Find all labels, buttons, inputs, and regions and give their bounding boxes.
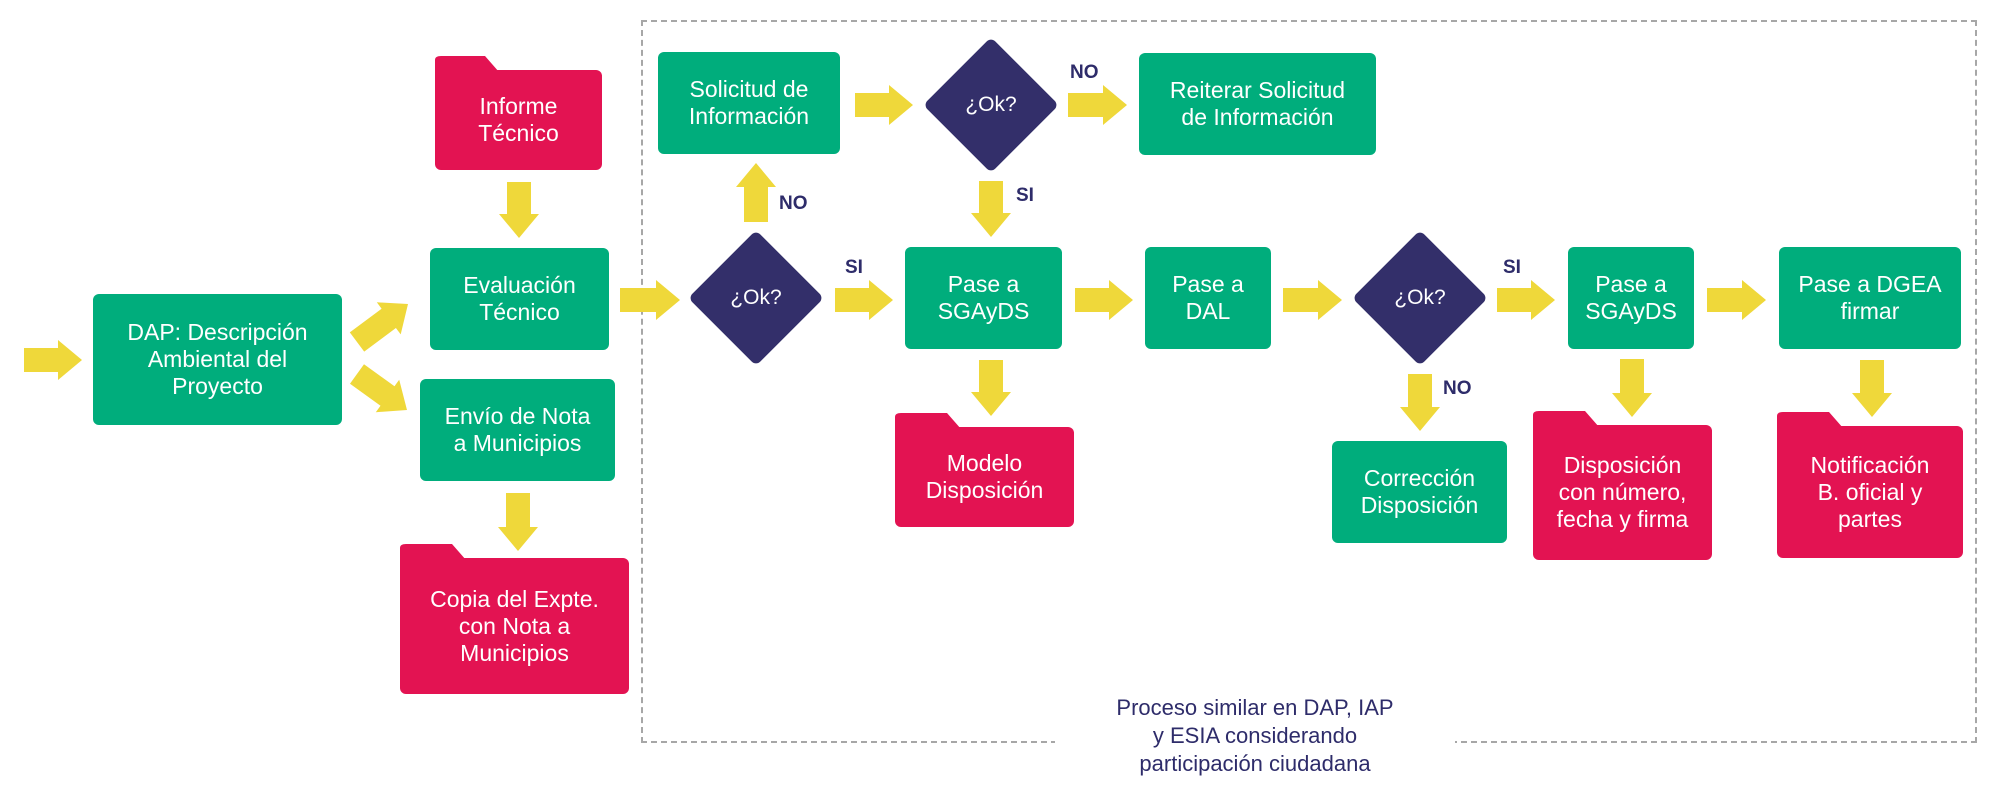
arrow-ok1-to-solicitud [736, 163, 776, 222]
arrow-pase-sgayds-2-to-dgea [1707, 280, 1766, 320]
arrow-informe-to-evaluacion [499, 182, 539, 238]
arrow-ok1-to-pase-sgayds-1 [835, 280, 893, 320]
folder-tab-icon [1533, 411, 1599, 427]
arrow-ok2-to-reiterar [1068, 85, 1127, 125]
doc-informe-tecnico: Informe Técnico [435, 56, 602, 170]
doc-modelo-disposicion: Modelo Disposición [895, 413, 1074, 527]
edge-label-ok2-no: NO [1070, 62, 1099, 83]
doc-label: Informe Técnico [478, 93, 559, 146]
node-dap: DAP: Descripción Ambiental del Proyecto [93, 294, 342, 425]
node-evaluacion-tecnico: Evaluación Técnico [430, 248, 609, 350]
arrow-evaluacion-to-ok1 [620, 280, 680, 320]
folder-tab-icon [1777, 412, 1843, 428]
node-solicitud-informacion: Solicitud de Información [658, 52, 840, 154]
frame-caption: Proceso similar en DAP, IAP y ESIA consi… [1055, 694, 1455, 778]
doc-label: Notificación B. oficial y partes [1810, 451, 1930, 532]
edge-label-ok1-si: SI [845, 257, 863, 278]
doc-disposicion-firma: Disposición con número, fecha y firma [1533, 411, 1712, 560]
edge-label-ok3-no: NO [1443, 378, 1472, 399]
folder-tab-icon [400, 544, 466, 560]
doc-label: Copia del Expte. con Nota a Municipios [430, 585, 599, 666]
node-pase-sgayds-1: Pase a SGAyDS [905, 247, 1062, 349]
arrow-entry-to-dap [24, 340, 82, 380]
arrow-envio-to-copia [498, 493, 538, 551]
doc-label: Modelo Disposición [925, 450, 1044, 503]
decision-ok-1-label: ¿Ok? [730, 286, 782, 309]
arrow-pase-sgayds-1-to-modelo [971, 360, 1011, 416]
arrow-pase-sgayds-2-to-disposicion [1612, 359, 1652, 417]
decision-ok-3-label: ¿Ok? [1394, 286, 1446, 309]
arrow-solicitud-to-ok2 [855, 85, 913, 125]
node-pase-dal: Pase a DAL [1145, 247, 1271, 349]
arrow-dgea-to-notificacion [1852, 360, 1892, 417]
edge-label-ok1-no: NO [779, 193, 808, 214]
arrow-dal-to-ok3 [1283, 280, 1342, 320]
node-correccion-disposicion: Corrección Disposición [1332, 441, 1507, 543]
arrow-ok3-to-correccion [1400, 374, 1440, 431]
arrow-dap-to-evaluacion [349, 302, 408, 352]
doc-copia-expte: Copia del Expte. con Nota a Municipios [400, 544, 629, 694]
arrow-ok3-to-pase-sgayds-2 [1497, 280, 1555, 320]
node-reiterar-solicitud: Reiterar Solicitud de Información [1139, 53, 1376, 155]
arrow-dap-to-envio [350, 364, 407, 413]
edge-label-ok2-si: SI [1016, 185, 1034, 206]
arrow-pase-sgayds-1-to-dal [1075, 280, 1133, 320]
folder-tab-icon [435, 56, 499, 72]
doc-notificacion: Notificación B. oficial y partes [1777, 412, 1963, 558]
node-pase-sgayds-2: Pase a SGAyDS [1568, 247, 1694, 349]
decision-ok-2-label: ¿Ok? [965, 93, 1017, 116]
doc-label: Disposición con número, fecha y firma [1556, 452, 1689, 532]
arrow-ok2-to-pase-sgayds-1 [971, 181, 1011, 237]
edge-label-ok3-si: SI [1503, 257, 1521, 278]
folder-tab-icon [895, 413, 961, 429]
node-pase-dgea: Pase a DGEA firmar [1779, 247, 1961, 349]
node-envio-nota: Envío de Nota a Municipios [420, 379, 615, 481]
